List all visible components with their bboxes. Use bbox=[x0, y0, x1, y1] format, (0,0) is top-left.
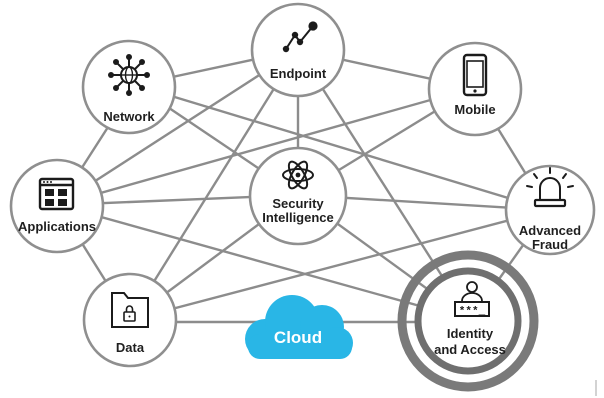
cloud-label: Cloud bbox=[274, 328, 322, 347]
globe-network-icon bbox=[108, 54, 150, 96]
locked-folder-icon bbox=[111, 292, 149, 328]
node-network[interactable]: Network bbox=[81, 39, 177, 135]
identity-access-label-line2: and Access bbox=[434, 342, 506, 357]
edge-endpoint-data bbox=[128, 49, 300, 321]
identity-access-label-line1: Identity bbox=[447, 326, 494, 341]
node-mobile[interactable]: Mobile bbox=[427, 41, 523, 137]
node-advanced-fraud[interactable]: Advanced Fraud bbox=[504, 164, 596, 256]
edge-network-fraud bbox=[134, 83, 549, 212]
data-label: Data bbox=[116, 340, 145, 355]
node-applications[interactable]: Applications bbox=[9, 158, 105, 254]
edge-endpoint-applications bbox=[57, 48, 299, 207]
endpoint-label: Endpoint bbox=[270, 66, 327, 81]
alarm-siren-icon bbox=[526, 167, 574, 208]
edge-fraud-data bbox=[129, 208, 549, 322]
password-mask-text: ***_ bbox=[459, 306, 486, 318]
cloud-shape bbox=[245, 295, 353, 359]
network-label: Network bbox=[103, 109, 155, 124]
node-security-intelligence[interactable]: Security Intelligence bbox=[248, 146, 348, 246]
highlight-ring-inner bbox=[414, 267, 522, 375]
atom-icon bbox=[282, 160, 314, 190]
advanced-fraud-label-line1: Advanced bbox=[519, 223, 581, 238]
node-identity-access[interactable]: ***_ Identity and Access bbox=[397, 250, 539, 392]
highlight-ring-outer bbox=[397, 250, 539, 392]
smartphone-icon bbox=[462, 53, 488, 97]
line-chart-icon bbox=[282, 21, 318, 53]
mobile-label: Mobile bbox=[454, 102, 495, 117]
applications-label: Applications bbox=[18, 219, 96, 234]
password-user-icon: ***_ bbox=[454, 281, 490, 318]
node-endpoint[interactable]: Endpoint bbox=[250, 2, 346, 98]
advanced-fraud-label-line2: Fraud bbox=[532, 237, 568, 252]
node-data[interactable]: Data bbox=[82, 272, 178, 368]
edge-mobile-applications bbox=[57, 86, 474, 207]
app-grid-icon bbox=[38, 177, 75, 211]
security-intelligence-label-line1: Security bbox=[272, 196, 324, 211]
security-intelligence-label-line2: Intelligence bbox=[262, 210, 334, 225]
cloud-node[interactable]: Cloud bbox=[245, 295, 353, 359]
